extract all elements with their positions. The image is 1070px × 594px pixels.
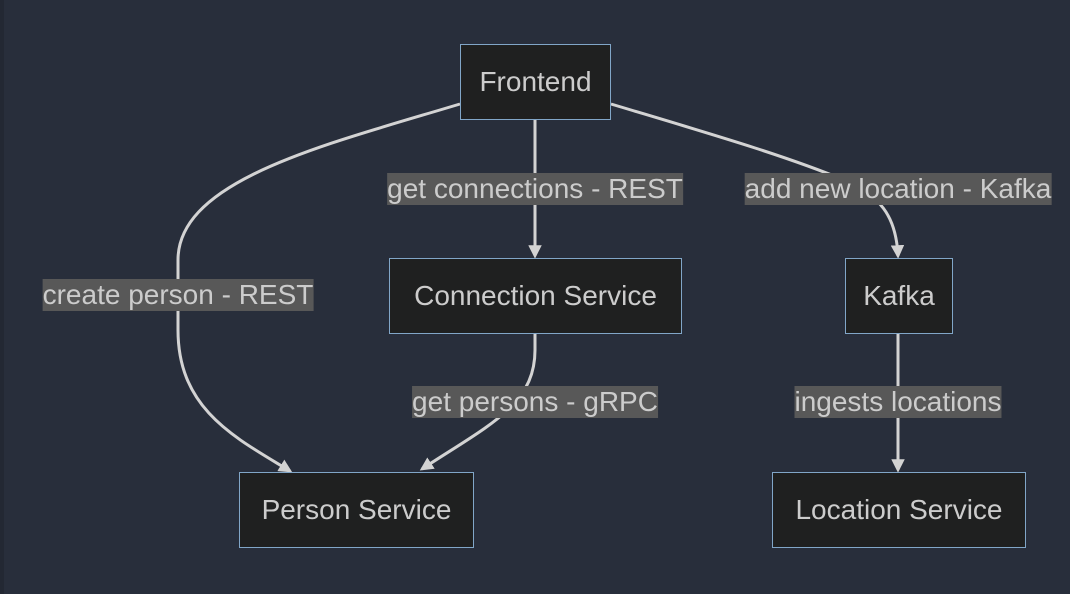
edge-frontend-person	[176, 102, 461, 473]
node-kafka[interactable]: Kafka	[845, 258, 953, 334]
edge-label-ingests-locations: ingests locations	[794, 386, 1002, 418]
node-location-service[interactable]: Location Service	[772, 472, 1026, 548]
node-frontend[interactable]: Frontend	[460, 44, 611, 120]
edge-label-add-new-location: add new location - Kafka	[744, 173, 1052, 205]
edge-label-get-persons: get persons - gRPC	[412, 386, 658, 418]
edge-label-create-person: create person - REST	[42, 279, 314, 311]
edge-label-get-connections: get connections - REST	[387, 173, 683, 205]
node-person-service[interactable]: Person Service	[239, 472, 474, 548]
node-connection-service[interactable]: Connection Service	[389, 258, 682, 334]
